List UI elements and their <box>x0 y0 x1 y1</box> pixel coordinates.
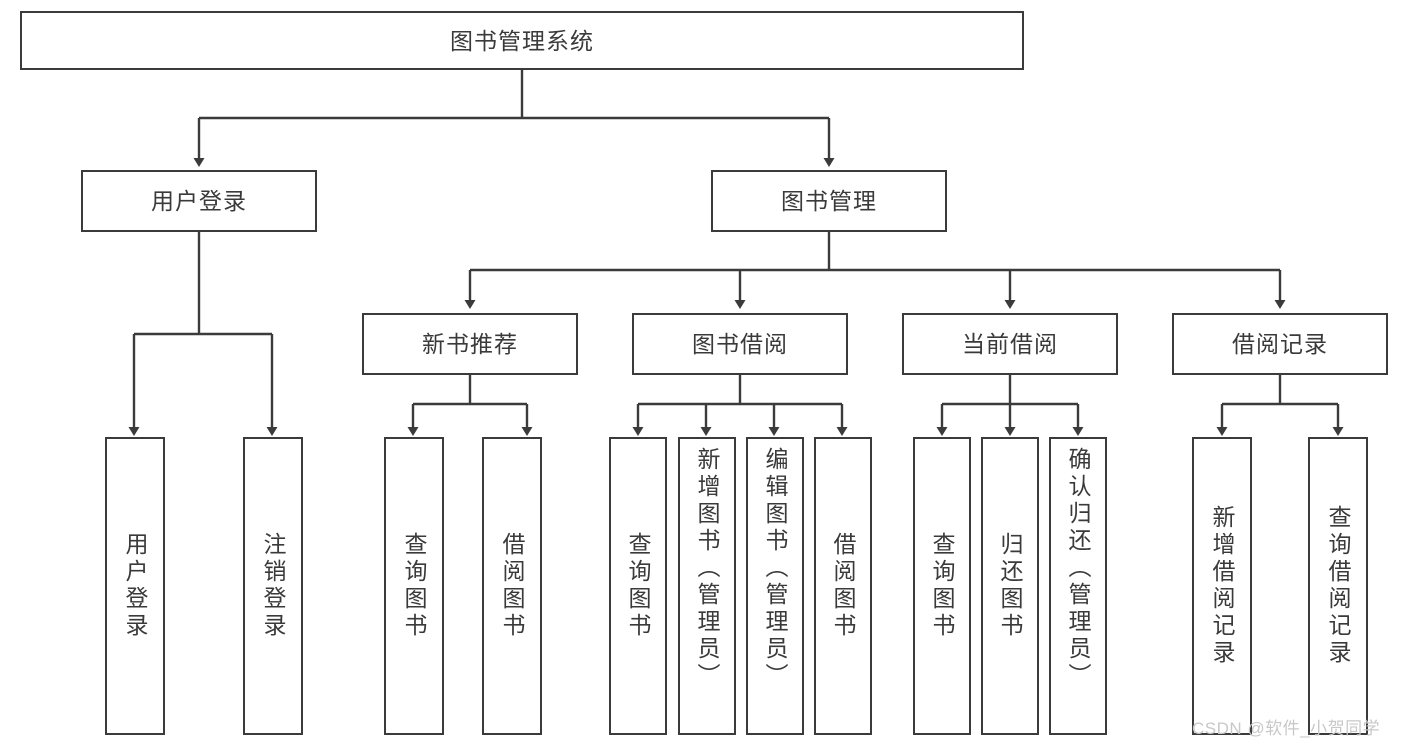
node-leaf-return-book[interactable]: 归还图书 <box>981 437 1039 735</box>
node-leaf-query-book-3[interactable]: 查询图书 <box>913 437 971 735</box>
node-leaf-borrow-book-2[interactable]: 借阅图书 <box>814 437 872 735</box>
node-leaf-add-borrow-record[interactable]: 新增借阅记录 <box>1192 437 1252 735</box>
node-label: 当前借阅 <box>962 331 1058 357</box>
node-label: 图书管理系统 <box>450 27 594 54</box>
node-book-borrow[interactable]: 图书借阅 <box>632 313 848 375</box>
node-label: 确认归还（管理员） <box>1065 447 1091 690</box>
node-label: 编辑图书（管理员） <box>762 447 788 690</box>
node-new-book-recommend[interactable]: 新书推荐 <box>362 313 578 375</box>
node-label: 借阅记录 <box>1232 331 1328 357</box>
node-label: 查询图书 <box>929 532 955 640</box>
node-label: 查询借阅记录 <box>1325 505 1351 667</box>
node-label: 查询图书 <box>625 532 651 640</box>
watermark-csdn: CSDN @软件_小贺同学 <box>1192 719 1381 738</box>
node-leaf-query-book-1[interactable]: 查询图书 <box>384 437 444 735</box>
node-user-login[interactable]: 用户登录 <box>81 170 317 232</box>
node-borrow-record[interactable]: 借阅记录 <box>1172 313 1388 375</box>
node-book-management[interactable]: 图书管理 <box>711 170 947 232</box>
node-leaf-user-login[interactable]: 用户登录 <box>105 437 165 735</box>
node-root-system[interactable]: 图书管理系统 <box>20 11 1024 70</box>
node-label: 用户登录 <box>151 188 247 214</box>
node-label: 新增图书（管理员） <box>694 447 720 690</box>
node-leaf-query-borrow-record[interactable]: 查询借阅记录 <box>1308 437 1368 735</box>
node-label: 借阅图书 <box>830 532 856 640</box>
node-label: 借阅图书 <box>499 532 525 640</box>
node-leaf-borrow-book-1[interactable]: 借阅图书 <box>482 437 542 735</box>
node-label: 图书借阅 <box>692 331 788 357</box>
node-label: 用户登录 <box>122 532 148 640</box>
node-leaf-add-book[interactable]: 新增图书（管理员） <box>678 437 736 735</box>
node-label: 新增借阅记录 <box>1209 505 1235 667</box>
node-label: 归还图书 <box>997 532 1023 640</box>
node-label: 新书推荐 <box>422 331 518 357</box>
node-leaf-logout-login[interactable]: 注销登录 <box>243 437 303 735</box>
node-leaf-confirm-return[interactable]: 确认归还（管理员） <box>1049 437 1107 735</box>
node-label: 图书管理 <box>781 188 877 214</box>
node-label: 查询图书 <box>401 532 427 640</box>
node-label: 注销登录 <box>260 532 286 640</box>
node-current-borrow[interactable]: 当前借阅 <box>902 313 1118 375</box>
node-leaf-query-book-2[interactable]: 查询图书 <box>609 437 667 735</box>
node-leaf-edit-book[interactable]: 编辑图书（管理员） <box>746 437 804 735</box>
